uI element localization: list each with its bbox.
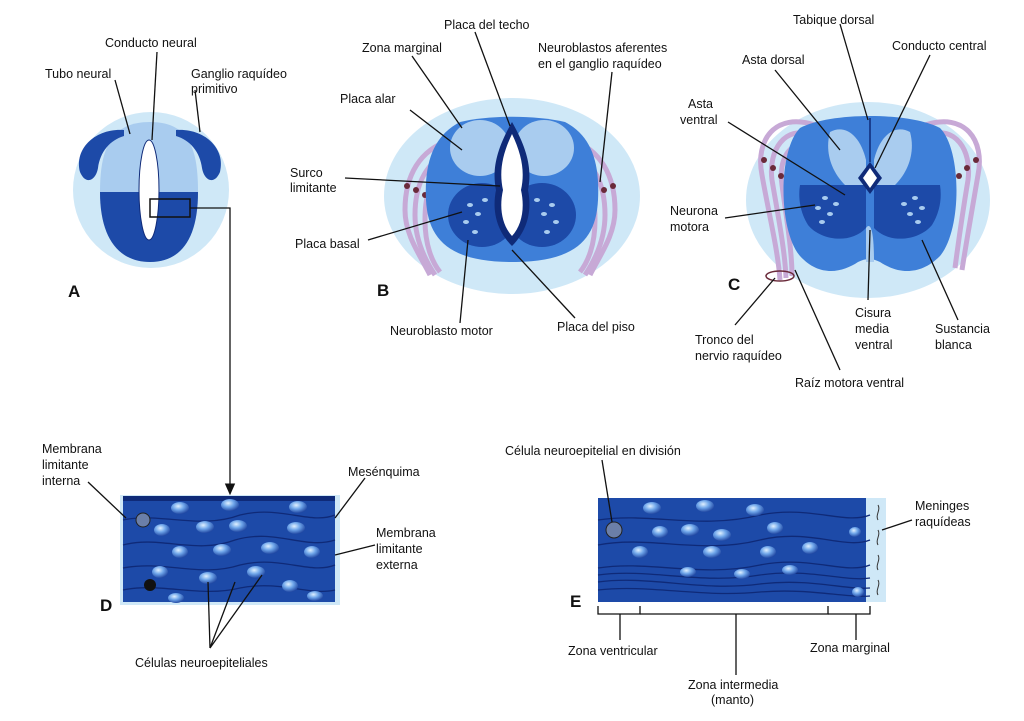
label-membrana-int-2: limitante: [42, 458, 89, 472]
label-cisura-3: ventral: [855, 338, 893, 352]
label-cisura-1: Cisura: [855, 306, 891, 320]
panel-b: Placa del techo Zona marginal Neuroblast…: [290, 18, 667, 338]
alar-plate-left: [450, 120, 510, 176]
panel-letter-d: D: [100, 596, 112, 615]
dividing-cell-d: [135, 512, 151, 528]
zoom-arrow: [190, 207, 236, 496]
motor-neuroblasts-b: [463, 198, 559, 234]
label-membrana-int-1: Membrana: [42, 442, 102, 456]
label-placa-piso: Placa del piso: [557, 320, 635, 334]
nerve-trunk: [765, 270, 795, 282]
bracket-marginal: [828, 606, 871, 615]
label-sustancia-2: blanca: [935, 338, 972, 352]
label-zona-intermedia-1: Zona intermedia: [688, 678, 778, 692]
label-celula-division: Célula neuroepitelial en división: [505, 444, 681, 458]
panel-e: Célula neuroepitelial en división Mening…: [505, 444, 971, 707]
meninges-e: [866, 498, 886, 602]
motor-neurons-c: [815, 196, 925, 224]
ganglion-left: [79, 129, 124, 181]
label-tronco-1: Tronco del: [695, 333, 754, 347]
label-neuroblastos-2: en el ganglio raquídeo: [538, 57, 662, 71]
mitotic-nucleus-d: [144, 579, 156, 591]
panel-d: Membrana limitante interna Mesénquima Me…: [42, 442, 436, 670]
label-mesenquima: Mesénquima: [348, 465, 420, 479]
ventral-horn-left: [799, 185, 866, 239]
label-zona-intermedia-2: (manto): [711, 693, 754, 707]
central-canal-c: [863, 168, 877, 188]
label-zona-marginal-b: Zona marginal: [362, 41, 442, 55]
label-cisura-2: media: [855, 322, 889, 336]
label-tronco-2: nervio raquídeo: [695, 349, 782, 363]
external-membrane-d: [123, 496, 335, 501]
label-celulas: Células neuroepiteliales: [135, 656, 268, 670]
label-asta-dorsal: Asta dorsal: [742, 53, 805, 67]
panel-c: Tabique dorsal Asta dorsal Conducto cent…: [670, 13, 990, 390]
label-membrana-ext-2: limitante: [376, 542, 423, 556]
dorsal-horn-right: [874, 129, 912, 185]
meninges-strands: [876, 504, 880, 596]
panel-letter-a: A: [68, 282, 80, 301]
label-sustancia-1: Sustancia: [935, 322, 990, 336]
label-meninges-1: Meninges: [915, 499, 969, 513]
ventral-horn-right: [874, 185, 941, 239]
label-ganglio-1: Ganglio raquídeo: [191, 67, 287, 81]
label-conducto-central: Conducto central: [892, 39, 987, 53]
label-tabique-dorsal: Tabique dorsal: [793, 13, 874, 27]
label-placa-alar: Placa alar: [340, 92, 396, 106]
neuroepithelial-cells-e: [632, 500, 864, 597]
nerve-dots-c: [761, 157, 979, 179]
panel-a: Conducto neural Tubo neural Ganglio raqu…: [45, 36, 287, 496]
neuroepithelial-cells-d: [152, 499, 323, 603]
dorsal-horn-left: [828, 129, 866, 185]
label-zona-marginal-e: Zona marginal: [810, 641, 890, 655]
label-neurona-1: Neurona: [670, 204, 718, 218]
panel-letter-e: E: [570, 592, 581, 611]
label-meninges-2: raquídeas: [915, 515, 971, 529]
label-asta-ventral-2: ventral: [680, 113, 718, 127]
panel-letter-b: B: [377, 281, 389, 300]
label-conducto-neural: Conducto neural: [105, 36, 197, 50]
dividing-cell-e: [605, 521, 623, 539]
label-tubo-neural: Tubo neural: [45, 67, 111, 81]
central-canal-b: [501, 134, 523, 236]
label-raiz-motora: Raíz motora ventral: [795, 376, 904, 390]
label-asta-ventral-1: Asta: [688, 97, 713, 111]
label-membrana-int-3: interna: [42, 474, 80, 488]
label-membrana-ext-1: Membrana: [376, 526, 436, 540]
bracket-ventricular: [597, 606, 641, 615]
label-placa-basal: Placa basal: [295, 237, 360, 251]
bracket-intermedia: [640, 606, 829, 615]
label-placa-techo: Placa del techo: [444, 18, 530, 32]
label-neuroblasto-motor: Neuroblasto motor: [390, 324, 493, 338]
neural-canal: [138, 139, 160, 241]
label-neurona-2: motora: [670, 220, 709, 234]
label-surco-2: limitante: [290, 181, 337, 195]
alar-plate-right: [514, 120, 574, 176]
label-membrana-ext-3: externa: [376, 558, 418, 572]
label-neuroblastos-1: Neuroblastos aferentes: [538, 41, 667, 55]
panel-letter-c: C: [728, 275, 740, 294]
ganglion-right: [176, 129, 221, 181]
label-zona-ventricular: Zona ventricular: [568, 644, 658, 658]
cell-boundaries-e: [597, 511, 871, 597]
label-ganglio-2: primitivo: [191, 82, 238, 96]
label-surco-1: Surco: [290, 166, 323, 180]
